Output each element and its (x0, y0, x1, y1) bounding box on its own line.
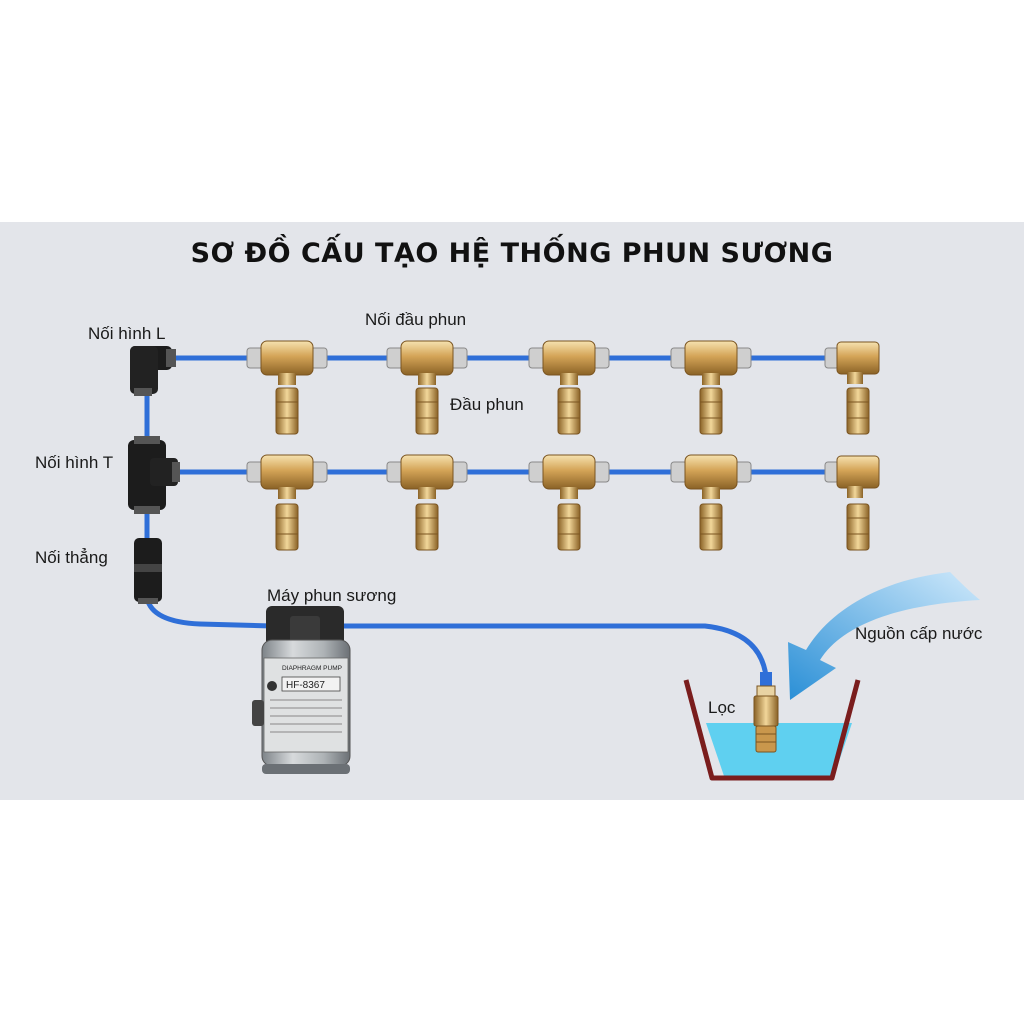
label-filter: Lọc (708, 698, 735, 718)
nozzle-connector (529, 455, 609, 499)
nozzle-connector (671, 341, 751, 385)
nozzle (558, 504, 580, 550)
pump-inlet-pipe (147, 598, 272, 626)
nozzle-connector (387, 455, 467, 499)
nozzle (700, 388, 722, 434)
elbow-fitting (130, 346, 176, 396)
nozzle (700, 504, 722, 550)
label-nozzle: Đầu phun (450, 395, 524, 415)
nozzle (847, 388, 869, 434)
nozzle (416, 504, 438, 550)
end-cap-connector (825, 456, 879, 498)
nozzle-row-top (247, 341, 879, 434)
filter (754, 672, 778, 752)
straight-connector (134, 538, 162, 604)
label-elbow: Nối hình L (88, 324, 166, 344)
label-straight: Nối thẳng (35, 548, 108, 568)
nozzle (847, 504, 869, 550)
diaphragm-pump: DIAPHRAGM PUMP HF-8367 (252, 606, 350, 774)
end-cap-connector (825, 342, 879, 384)
tee-fitting (128, 436, 180, 514)
pump-outlet-pipe (340, 626, 766, 676)
nozzle-connector (247, 341, 327, 385)
nozzle (558, 388, 580, 434)
nozzle (276, 388, 298, 434)
label-nozzle-connector: Nối đầu phun (365, 310, 466, 330)
diagram-title: SƠ ĐỒ CẤU TẠO HỆ THỐNG PHUN SƯƠNG (0, 238, 1024, 269)
svg-text:DIAPHRAGM PUMP: DIAPHRAGM PUMP (282, 665, 342, 672)
label-pump: Máy phun sương (267, 586, 396, 606)
svg-text:HF-8367: HF-8367 (286, 680, 325, 691)
nozzle-connector (671, 455, 751, 499)
nozzle-connector (529, 341, 609, 385)
label-tee: Nối hình T (35, 453, 113, 473)
label-water-source: Nguồn cấp nước (855, 624, 982, 644)
nozzle-row-middle (247, 455, 879, 550)
nozzle (416, 388, 438, 434)
nozzle-connector (387, 341, 467, 385)
nozzle-connector (247, 455, 327, 499)
nozzle (276, 504, 298, 550)
